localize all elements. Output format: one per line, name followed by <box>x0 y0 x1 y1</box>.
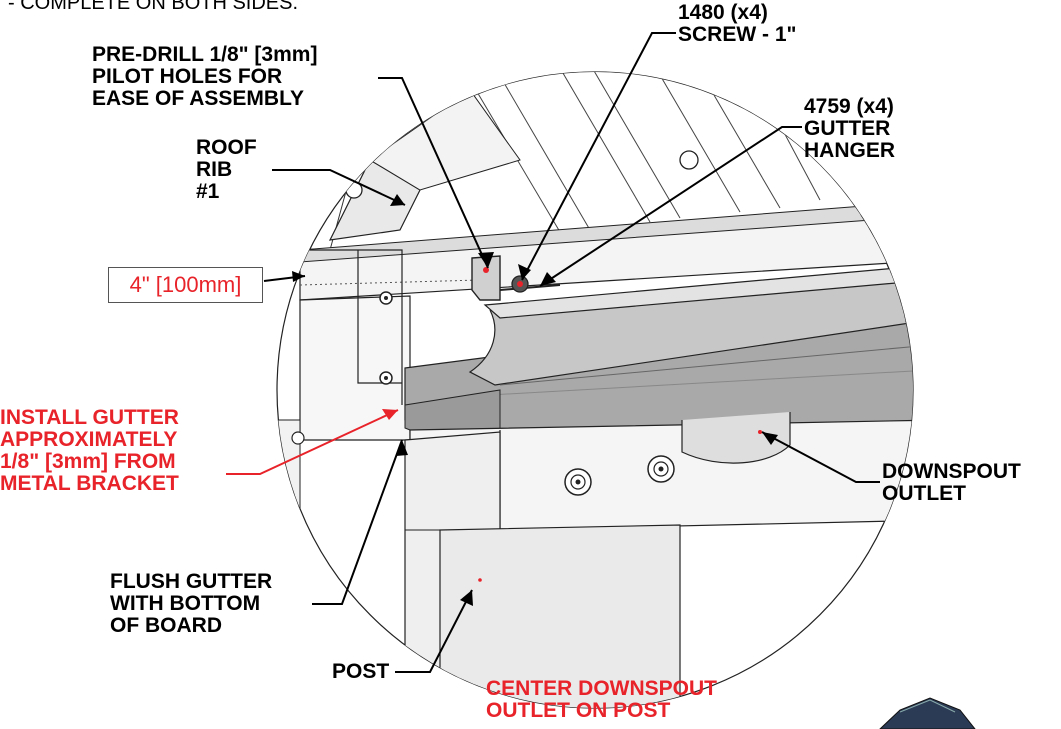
label-downspout-outlet: DOWNSPOUT OUTLET <box>882 460 1021 505</box>
label-roof-rib: ROOF RIB #1 <box>196 136 257 203</box>
downspout-outlet <box>681 412 791 464</box>
leader-post <box>395 589 473 673</box>
leader-predrill <box>378 77 489 269</box>
leader-flush-gutter <box>312 439 403 605</box>
label-flush-gutter: FLUSH GUTTER WITH BOTTOM OF BOARD <box>110 570 273 637</box>
label-install-gutter: INSTALL GUTTER APPROXIMATELY 1/8" [3mm] … <box>0 406 179 495</box>
side-piece <box>277 419 305 521</box>
leader-lines <box>226 32 880 673</box>
leader-hanger <box>539 126 802 287</box>
label-center-downspout: CENTER DOWNSPOUT OUTLET ON POST <box>486 677 717 722</box>
header-board <box>409 419 913 531</box>
label-screw: 1480 (x4) SCREW - 1" <box>678 1 797 46</box>
leader-screw <box>521 32 676 281</box>
gutter-hanger <box>471 255 561 301</box>
fascia-board <box>299 199 913 441</box>
label-gutter-hanger: 4759 (x4) GUTTER HANGER <box>804 95 896 162</box>
gutter <box>404 264 913 449</box>
tent-thumbnail-icon <box>879 697 976 729</box>
leader-install-gutter <box>226 409 399 475</box>
label-post: POST <box>332 660 390 683</box>
dimension-label: 4" [100mm] <box>108 267 263 303</box>
post <box>404 431 681 708</box>
leader-roof-rib <box>272 169 406 206</box>
leader-downspout <box>761 431 880 483</box>
label-predrill: PRE-DRILL 1/8" [3mm] PILOT HOLES FOR EAS… <box>92 43 318 110</box>
roof-rib <box>328 89 699 241</box>
metal-bracket <box>305 249 403 405</box>
arrowheads <box>292 194 778 606</box>
header-note: - COMPLETE ON BOTH SIDES. <box>8 0 299 14</box>
